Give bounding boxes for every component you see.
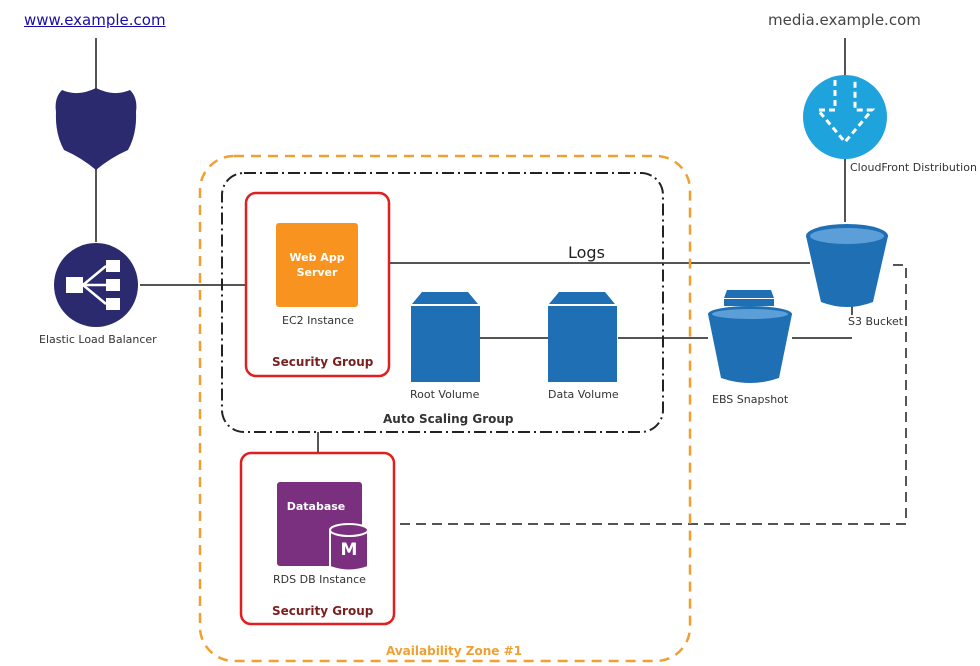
snapshot-icon [708,290,792,383]
web-app-server-label: Web App Server [289,251,345,279]
cloudfront-icon [803,75,887,159]
elb-label: Elastic Load Balancer [39,333,157,346]
security-group-label-rds: Security Group [272,604,374,618]
auto-scaling-group-label: Auto Scaling Group [383,412,514,426]
database-label: Database [286,500,346,513]
data-volume-icon [548,292,617,382]
logs-label: Logs [568,243,605,262]
root-volume-label: Root Volume [410,388,480,401]
website-link[interactable]: www.example.com [24,11,166,29]
availability-zone-label: Availability Zone #1 [386,644,522,658]
auto-scaling-group-border [221,172,664,433]
s3-bucket-label: S3 Bucket [848,315,904,328]
shield-icon [55,88,137,170]
availability-zone-border [198,154,692,663]
database-icon [277,482,369,572]
web-app-server-icon [276,223,358,307]
cloudfront-label: CloudFront Distribution [850,161,977,174]
ec2-instance-label: EC2 Instance [282,314,354,327]
media-domain-label: media.example.com [768,11,921,29]
rds-to-s3-dashed-line [368,264,907,525]
ebs-snapshot-label: EBS Snapshot [712,393,789,406]
root-volume-icon [411,292,480,382]
s3-bucket-icon [806,224,888,307]
data-volume-label: Data Volume [548,388,619,401]
security-group-label-ec2: Security Group [272,355,374,369]
rds-instance-label: RDS DB Instance [273,573,366,586]
load-balancer-icon [54,243,138,327]
db-engine-letter: M [340,540,358,560]
